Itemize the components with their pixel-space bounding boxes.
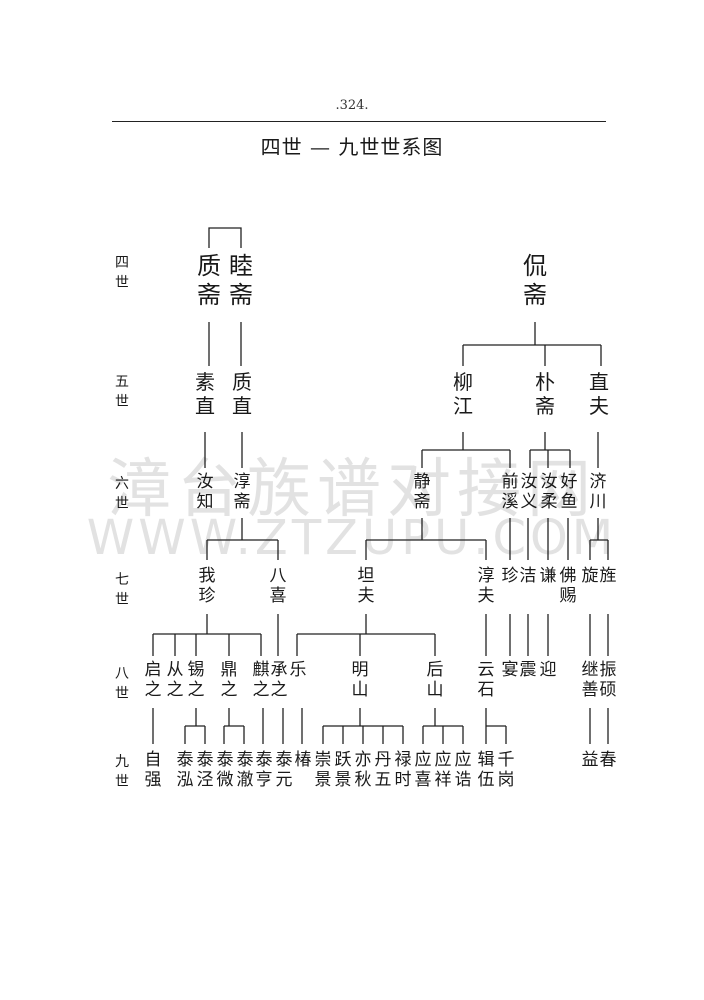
person-muzhai: 睦斋 xyxy=(229,252,253,309)
person-taiwei: 泰微 xyxy=(216,750,234,791)
person-chun: 椿 xyxy=(294,750,312,770)
generation-label-9: 九世 xyxy=(115,754,129,790)
person-chun-9: 春 xyxy=(599,750,617,770)
person-jishan: 继善 xyxy=(581,660,599,701)
person-taiheng: 泰亨 xyxy=(255,750,273,791)
person-yinggao: 应诰 xyxy=(454,750,472,791)
person-taiyuan: 泰元 xyxy=(275,750,293,791)
person-zhizhi: 质直 xyxy=(232,370,252,418)
person-yuejing: 跃景 xyxy=(334,750,352,791)
person-ruyi: 汝义 xyxy=(520,472,538,513)
person-dingzhi: 鼎之 xyxy=(220,660,238,701)
person-congzhi: 从之 xyxy=(166,660,184,701)
person-jie: 洁 xyxy=(519,566,537,586)
person-baxi: 八喜 xyxy=(269,566,287,607)
person-taihong: 泰泓 xyxy=(176,750,194,791)
person-zhenshuo: 振硕 xyxy=(599,660,617,701)
person-foci: 佛赐 xyxy=(559,566,577,607)
person-rurou: 汝柔 xyxy=(540,472,558,513)
person-jing: 旌 xyxy=(599,566,617,586)
person-zhifu: 直夫 xyxy=(589,370,609,418)
person-chongjing: 崇景 xyxy=(314,750,332,791)
person-xuan: 旋 xyxy=(581,566,599,586)
person-zhizhai: 质斋 xyxy=(197,252,221,309)
person-yan: 宴 xyxy=(501,660,519,680)
person-danwu: 丹五 xyxy=(374,750,392,791)
generation-label-7: 七世 xyxy=(115,572,129,608)
person-zhen-8: 震 xyxy=(519,660,537,680)
person-zhen: 珍 xyxy=(501,566,519,586)
person-yunshi: 云石 xyxy=(477,660,495,701)
generation-label-4: 四世 xyxy=(115,255,129,291)
page-title: 四世 — 九世世系图 xyxy=(260,135,444,159)
person-suzhi: 素直 xyxy=(195,370,215,418)
person-le: 乐 xyxy=(289,660,307,680)
person-jingzhai: 静斋 xyxy=(413,472,431,513)
person-yi: 益 xyxy=(581,750,599,770)
person-jiwu: 辑伍 xyxy=(477,750,495,791)
person-yingxiang: 应祥 xyxy=(434,750,452,791)
person-chengzhi: 承之 xyxy=(270,660,288,701)
person-qilinzhi: 麒之 xyxy=(252,660,270,701)
person-qiangang: 千岗 xyxy=(497,750,515,791)
generation-label-8: 八世 xyxy=(115,666,129,702)
generation-label-6: 六世 xyxy=(115,476,129,512)
person-wozhen: 我珍 xyxy=(198,566,216,607)
person-yingxi: 应喜 xyxy=(414,750,432,791)
person-taiche: 泰澈 xyxy=(236,750,254,791)
person-taijing: 泰泾 xyxy=(196,750,214,791)
person-qianxi: 前溪 xyxy=(501,472,519,513)
person-chunzhai: 淳斋 xyxy=(233,472,251,513)
person-ying: 迎 xyxy=(539,660,557,680)
generation-label-5: 五世 xyxy=(115,374,129,410)
person-houshan: 后山 xyxy=(426,660,444,701)
person-puzhai: 朴斋 xyxy=(535,370,555,418)
person-jichuan: 济川 xyxy=(589,472,607,513)
person-ziqiang: 自强 xyxy=(144,750,162,791)
person-yiqiu: 亦秋 xyxy=(354,750,372,791)
person-xizhi: 锡之 xyxy=(187,660,205,701)
person-lushi: 禄时 xyxy=(394,750,412,791)
page-number: .324. xyxy=(335,98,369,113)
person-qian: 谦 xyxy=(539,566,557,586)
person-mingshan: 明山 xyxy=(351,660,369,701)
header-rule xyxy=(112,121,606,122)
person-tanfu: 坦夫 xyxy=(357,566,375,607)
person-kanzhai: 侃斋 xyxy=(523,252,547,309)
person-liujiang: 柳江 xyxy=(453,370,473,418)
person-haoyu: 好鱼 xyxy=(560,472,578,513)
person-ruzhi: 汝知 xyxy=(196,472,214,513)
person-qizhi: 启之 xyxy=(144,660,162,701)
person-chunfu: 淳夫 xyxy=(477,566,495,607)
